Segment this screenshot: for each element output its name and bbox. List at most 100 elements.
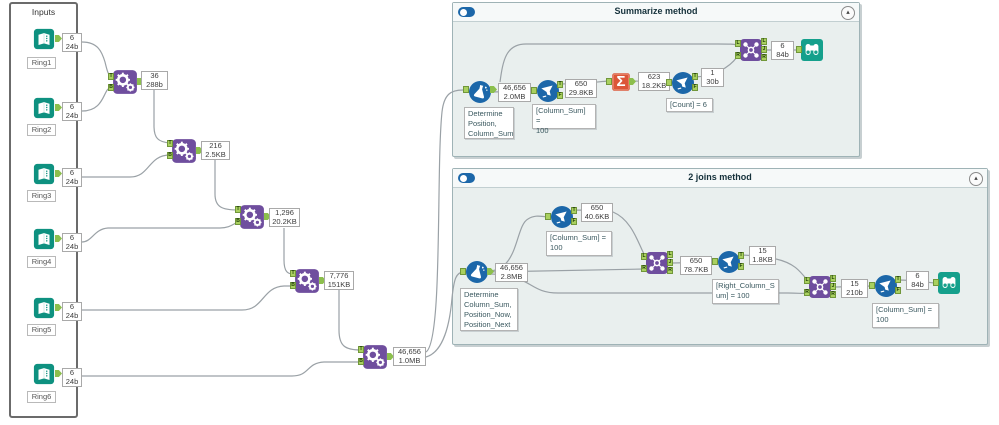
- input-anchor[interactable]: [606, 78, 612, 85]
- input-data-tool-ring5[interactable]: [33, 297, 55, 324]
- formula-tool[interactable]: [468, 80, 492, 109]
- comment-box[interactable]: [Right_Column_S um] = 100: [712, 279, 779, 304]
- input-anchor[interactable]: [933, 279, 939, 286]
- comment-box[interactable]: [Count] = 6: [666, 98, 713, 112]
- input-anchor-t[interactable]: T: [108, 73, 114, 80]
- output-anchor-true[interactable]: T: [895, 276, 901, 283]
- output-anchor-right[interactable]: R: [761, 54, 767, 61]
- browse-tool[interactable]: [800, 38, 824, 67]
- output-anchor[interactable]: [55, 170, 62, 177]
- output-anchor-false[interactable]: F: [557, 92, 563, 99]
- container-header[interactable]: Summarize method ▴: [453, 3, 859, 22]
- output-anchor-false[interactable]: F: [692, 84, 698, 91]
- macro-tool-4[interactable]: [294, 268, 320, 299]
- input-data-tool-ring1[interactable]: [33, 28, 55, 55]
- input-data-tool-ring4[interactable]: [33, 228, 55, 255]
- input-anchor-left[interactable]: L: [641, 253, 647, 260]
- output-anchor[interactable]: [55, 35, 62, 42]
- join-tool[interactable]: [645, 251, 669, 280]
- output-anchor-right[interactable]: R: [830, 291, 836, 298]
- input-anchor[interactable]: [463, 86, 469, 93]
- output-anchor-left[interactable]: L: [761, 38, 767, 45]
- comment-box[interactable]: Determine Position, Column_Sum: [464, 107, 514, 139]
- browse-tool[interactable]: [937, 271, 961, 300]
- input-anchor[interactable]: [869, 282, 875, 289]
- output-anchor[interactable]: [264, 213, 271, 220]
- inputs-container[interactable]: Inputs: [9, 2, 78, 418]
- input-anchor-b[interactable]: B: [358, 358, 364, 365]
- input-anchor[interactable]: [545, 213, 551, 220]
- output-anchor-true[interactable]: T: [571, 207, 577, 214]
- container-header[interactable]: 2 joins method ▴: [453, 169, 987, 188]
- output-anchor-join[interactable]: J: [667, 259, 673, 266]
- output-anchor[interactable]: [55, 370, 62, 377]
- output-anchor[interactable]: [387, 353, 394, 360]
- output-anchor-true[interactable]: T: [692, 73, 698, 80]
- output-anchor-false[interactable]: F: [571, 218, 577, 225]
- output-anchor-left[interactable]: L: [667, 251, 673, 258]
- output-anchor-join[interactable]: J: [761, 46, 767, 53]
- container-enable-toggle[interactable]: [458, 173, 475, 183]
- input-anchor-b[interactable]: B: [167, 152, 173, 159]
- collapse-button[interactable]: ▴: [841, 6, 855, 20]
- input-anchor-right[interactable]: R: [735, 52, 741, 59]
- output-anchor-true[interactable]: T: [738, 252, 744, 259]
- output-anchor[interactable]: [196, 147, 203, 154]
- macro-tool-3[interactable]: [239, 204, 265, 235]
- input-anchor[interactable]: [796, 46, 802, 53]
- input-anchor-left[interactable]: L: [804, 277, 810, 284]
- macro-tool-1[interactable]: [112, 69, 138, 100]
- tool-label[interactable]: Ring2: [27, 124, 56, 136]
- container-enable-toggle[interactable]: [458, 7, 475, 17]
- tool-label[interactable]: Ring4: [27, 256, 56, 268]
- output-anchor-false[interactable]: F: [895, 287, 901, 294]
- tool-label[interactable]: Ring1: [27, 57, 56, 69]
- macro-tool-2[interactable]: [171, 138, 197, 169]
- input-anchor-b[interactable]: B: [290, 282, 296, 289]
- tool-label[interactable]: Ring3: [27, 190, 56, 202]
- input-data-tool-ring2[interactable]: [33, 97, 55, 124]
- input-data-tool-ring3[interactable]: [33, 163, 55, 190]
- input-anchor-right[interactable]: R: [641, 265, 647, 272]
- output-anchor-right[interactable]: R: [667, 267, 673, 274]
- output-anchor-false[interactable]: F: [738, 263, 744, 270]
- input-anchor[interactable]: [666, 79, 672, 86]
- input-anchor-b[interactable]: B: [235, 218, 241, 225]
- output-anchor[interactable]: [55, 304, 62, 311]
- input-anchor-b[interactable]: B: [108, 84, 114, 91]
- collapse-button[interactable]: ▴: [969, 172, 983, 186]
- output-anchor-join[interactable]: J: [830, 283, 836, 290]
- input-anchor-t[interactable]: T: [290, 270, 296, 277]
- comment-box[interactable]: [Column_Sum] = 100: [546, 231, 612, 256]
- tool-label[interactable]: Ring5: [27, 324, 56, 336]
- output-anchor[interactable]: [487, 268, 494, 275]
- output-anchor[interactable]: [137, 78, 144, 85]
- join-tool[interactable]: [808, 275, 832, 304]
- output-anchor[interactable]: [319, 277, 326, 284]
- input-anchor-left[interactable]: L: [735, 40, 741, 47]
- input-anchor-t[interactable]: T: [167, 140, 173, 147]
- output-anchor[interactable]: [55, 104, 62, 111]
- formula-tool[interactable]: [465, 260, 489, 289]
- input-data-tool-ring6[interactable]: [33, 363, 55, 390]
- input-anchor[interactable]: [531, 87, 537, 94]
- tool-label[interactable]: Ring6: [27, 391, 56, 403]
- output-anchor[interactable]: [55, 235, 62, 242]
